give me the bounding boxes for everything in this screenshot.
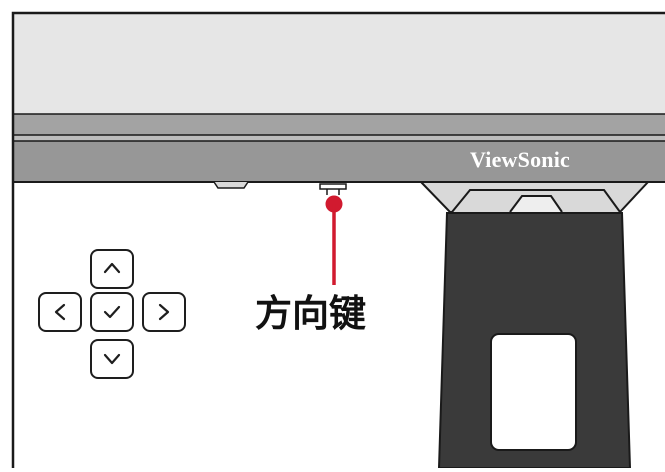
joystick-key-right: [142, 292, 186, 332]
stand-hinge-cap: [509, 195, 563, 213]
chevron-left-icon: [54, 303, 66, 321]
monitor-screen: [13, 13, 665, 114]
cable-management-hole: [490, 333, 577, 451]
monitor-bottom-bezel: [13, 141, 665, 182]
joystick-key-left: [38, 292, 82, 332]
joystick-button-base: [319, 183, 347, 190]
monitor-bezel-top-strip: [13, 114, 665, 135]
monitor-foot-bump: [213, 181, 249, 189]
joystick-key-center: [90, 292, 134, 332]
monitor-outline: [11, 11, 665, 468]
joystick-key-up: [90, 249, 134, 289]
checkmark-icon: [103, 305, 121, 319]
joystick-callout-label: 方向键: [255, 292, 366, 335]
chevron-up-icon: [103, 262, 121, 274]
chevron-right-icon: [158, 303, 170, 321]
brand-logo: ViewSonic: [470, 147, 570, 172]
chevron-down-icon: [103, 353, 121, 365]
monitor-bezel-gap: [13, 135, 665, 141]
joystick-key-down: [90, 339, 134, 379]
